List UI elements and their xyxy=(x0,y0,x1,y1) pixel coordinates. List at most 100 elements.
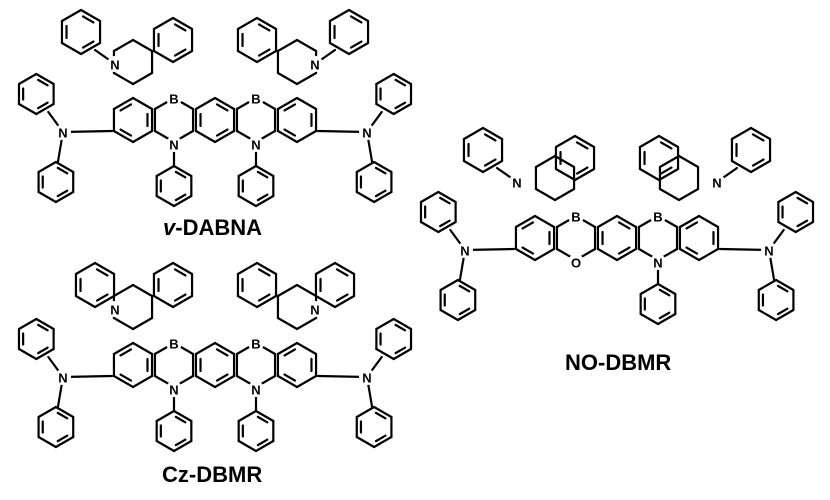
ring-bond xyxy=(112,374,135,389)
double-bond xyxy=(215,128,229,137)
ring-bond xyxy=(553,154,576,169)
boron-atom-label: B xyxy=(653,210,662,225)
ring-bond xyxy=(37,160,58,174)
ring-bond xyxy=(276,96,299,111)
double-bond xyxy=(173,293,187,302)
ring-bond xyxy=(276,71,299,86)
double-bond xyxy=(37,78,49,87)
caption-v-dabna-prefix: v xyxy=(163,215,176,240)
phenyl-ring xyxy=(17,317,55,361)
ring-bond xyxy=(74,294,97,309)
ring-bond xyxy=(17,347,38,361)
ring-bond xyxy=(17,317,38,331)
boron-atom-label: B xyxy=(169,92,178,107)
ring-bond xyxy=(17,102,38,116)
double-bond xyxy=(119,103,133,112)
ring-bond xyxy=(462,159,485,174)
double-bond xyxy=(374,434,387,443)
nitrogen-atom-label: N xyxy=(58,126,67,141)
ring-bond xyxy=(419,220,440,234)
nitrogen-atom: N xyxy=(55,369,71,386)
ring-bond xyxy=(112,38,135,53)
ring-bond xyxy=(17,72,38,86)
boron-atom: B xyxy=(650,208,666,225)
ring-bond xyxy=(658,187,681,202)
ring-bond xyxy=(481,159,504,174)
double-bond xyxy=(374,166,387,175)
ring-bond xyxy=(355,405,376,419)
double-bond xyxy=(394,346,407,355)
nitrogen-atom-label: N xyxy=(110,303,119,318)
ring-bond xyxy=(534,154,557,169)
diphenylamine-left: N xyxy=(17,72,114,204)
nitrogen-atom-label: N xyxy=(764,244,773,259)
outer-ring-right xyxy=(678,214,720,262)
ring-bond xyxy=(131,283,154,298)
ring-bond xyxy=(112,71,135,86)
nitrogen-atom: N xyxy=(650,254,666,271)
double-bond xyxy=(81,40,95,49)
ring-bond xyxy=(573,134,596,149)
double-bond xyxy=(575,166,589,175)
phenyl-ring xyxy=(17,72,55,116)
phenyl-ring xyxy=(37,160,75,204)
double-bond xyxy=(685,246,699,255)
upper-ring-left-inner xyxy=(534,154,576,202)
ring-bond xyxy=(392,317,413,331)
ring-bond xyxy=(60,8,83,23)
ring-bond xyxy=(131,341,154,356)
nitrogen-atom: N xyxy=(248,136,264,153)
upper-ring-right-inner xyxy=(658,154,700,202)
ring-bond xyxy=(355,190,376,204)
phenyl-ring-top-right xyxy=(638,134,680,182)
ring-bond xyxy=(213,96,236,111)
ring-bond xyxy=(155,194,176,208)
oxygen-atom: O xyxy=(568,254,584,271)
double-bond xyxy=(751,158,765,167)
ring-bond xyxy=(697,247,720,262)
nitrogen-atom-label: N xyxy=(512,176,521,191)
double-bond xyxy=(796,219,809,228)
bond xyxy=(61,374,114,379)
ring-bond xyxy=(534,187,557,202)
ring-bond xyxy=(255,16,278,31)
ring-bond xyxy=(152,49,175,64)
ring-bond xyxy=(171,294,194,309)
ring-bond xyxy=(35,347,55,361)
diphenylamine-left: N xyxy=(17,317,114,449)
outer-ring-right xyxy=(276,341,318,389)
ring-bond xyxy=(697,214,720,229)
ring-bond xyxy=(481,126,504,141)
n-phenyl-bottom-right: N xyxy=(237,381,275,453)
nitrogen-atom: N xyxy=(55,124,71,141)
caption-cz-dbmr-name: Cz-DBMR xyxy=(162,462,263,487)
ring-bond xyxy=(730,159,753,174)
boron-atom-label: B xyxy=(251,92,260,107)
ring-bond xyxy=(757,278,778,292)
double-bond xyxy=(56,411,69,420)
caption-no-dbmr-name: NO-DBMR xyxy=(565,350,672,375)
ring-bond xyxy=(35,102,55,116)
ring-bond xyxy=(757,308,778,322)
ring-bond xyxy=(375,317,395,331)
double-bond xyxy=(796,196,809,205)
ring-bond xyxy=(375,347,395,361)
ring-bond xyxy=(79,8,102,23)
double-bond xyxy=(617,221,631,230)
double-bond xyxy=(173,23,187,32)
double-bond xyxy=(37,346,49,355)
phenyl-ring xyxy=(37,405,75,449)
ring-bond xyxy=(347,8,370,23)
double-bond xyxy=(174,193,187,202)
nitrogen-atom-label: N xyxy=(58,371,67,386)
double-bond xyxy=(56,434,69,443)
carbazole-ring-left xyxy=(74,261,116,309)
ring-bond xyxy=(375,72,395,86)
ring-bond xyxy=(456,308,477,322)
ring-bond xyxy=(194,374,217,389)
ring-bond xyxy=(172,164,193,178)
ring-bond xyxy=(54,190,75,204)
boron-atom-label: B xyxy=(169,337,178,352)
